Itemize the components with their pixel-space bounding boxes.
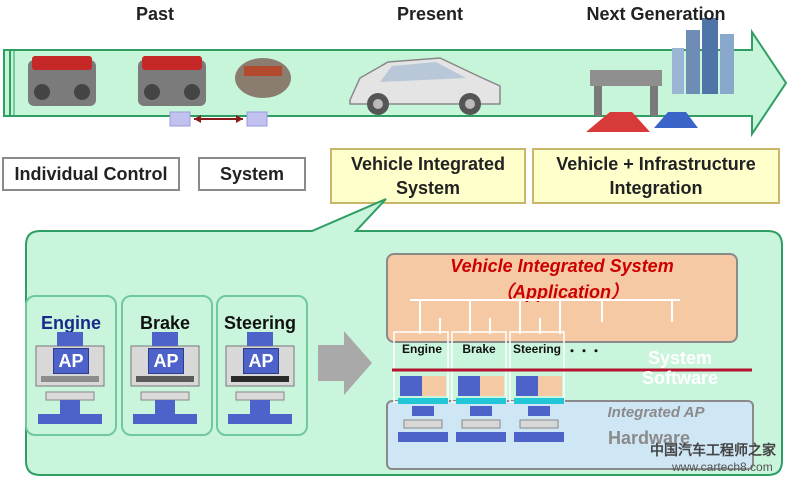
car-image <box>349 57 501 115</box>
engine-module <box>25 295 117 436</box>
engine-image-1 <box>28 56 96 106</box>
transition-arrow <box>318 331 372 395</box>
integrated-system-subtitle: （Application） <box>495 282 629 302</box>
integrated-brake-stack <box>456 376 506 442</box>
steering-module <box>216 295 308 436</box>
era-next-generation: Next Generation <box>586 4 726 24</box>
integrated-steering-stack <box>514 376 564 442</box>
steering-ap: AP <box>243 348 279 374</box>
application-box <box>386 253 738 343</box>
watermark-cn: 中国汽车工程师之家 <box>650 442 776 458</box>
brake-label: Brake <box>139 313 191 333</box>
brake-ap: AP <box>148 348 184 374</box>
integrated-engine-stack <box>398 376 448 442</box>
era-present: Present <box>396 4 464 24</box>
engine-image-2 <box>138 56 206 106</box>
engine-ap: AP <box>53 348 89 374</box>
brake-module <box>121 295 213 436</box>
infrastructure-image <box>586 18 734 132</box>
integrated-brake-label: Brake <box>462 342 496 356</box>
integrated-ellipsis: ・・・ <box>566 344 603 358</box>
system-software-label: System Software <box>641 348 719 388</box>
stage-individual-control: Individual Control <box>2 157 180 191</box>
integrated-steering-label: Steering <box>512 342 561 356</box>
steering-label: Steering <box>223 313 297 333</box>
hardware-label: Hardware <box>608 428 691 448</box>
component-link <box>169 111 268 127</box>
integrated-system-title: Vehicle Integrated System <box>450 256 674 276</box>
era-past: Past <box>135 4 175 24</box>
watermark-url: www.cartech8.com <box>672 460 773 474</box>
integrated-ap-label: Integrated AP <box>607 404 705 421</box>
stage-system: System <box>198 157 306 191</box>
integrated-engine-label: Engine <box>401 342 442 356</box>
transmission-image <box>235 58 291 98</box>
engine-label: Engine <box>40 313 101 333</box>
timeline-arrow <box>3 18 788 138</box>
